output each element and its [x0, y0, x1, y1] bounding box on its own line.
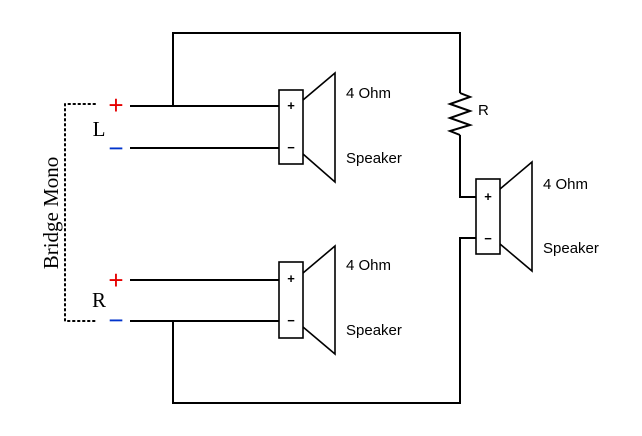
speaker-bottom-minus: − [287, 313, 295, 328]
speaker-bottom: + − 4 Ohm Speaker [278, 244, 402, 356]
speaker-right-name: Speaker [543, 240, 599, 257]
left-channel-label: L [93, 117, 106, 141]
speaker-bottom-terminal-block [278, 261, 304, 339]
right-plus-terminal: + [108, 265, 123, 295]
wire-third-speaker-to-bottom [172, 237, 476, 404]
speaker-top-plus: + [287, 98, 295, 113]
left-minus-terminal: − [108, 133, 123, 163]
bridge-mono-label: Bridge Mono [39, 157, 63, 270]
left-plus-terminal: + [108, 90, 123, 120]
speaker-top-terminal-block [278, 89, 304, 165]
wire-top-loop [172, 32, 461, 106]
speaker-top-impedance: 4 Ohm [346, 85, 391, 102]
speaker-bottom-cone [302, 244, 336, 356]
speaker-right-impedance: 4 Ohm [543, 176, 588, 193]
resistor-label: R [478, 102, 489, 119]
resistor-symbol [446, 92, 474, 136]
speaker-right: + − 4 Ohm Speaker [475, 160, 599, 273]
bridge-bracket [64, 103, 96, 322]
speaker-right-cone [499, 160, 533, 273]
right-channel-label: R [92, 288, 106, 312]
speaker-right-minus: − [484, 231, 492, 246]
wiring [130, 32, 476, 404]
speaker-bottom-impedance: 4 Ohm [346, 257, 391, 274]
speaker-right-plus: + [484, 189, 492, 204]
speaker-top-minus: − [287, 140, 295, 155]
speaker-bottom-name: Speaker [346, 322, 402, 339]
speaker-top-name: Speaker [346, 150, 402, 167]
speaker-bottom-plus: + [287, 271, 295, 286]
right-minus-terminal: − [108, 305, 123, 335]
speaker-right-terminal-block [475, 178, 501, 255]
speaker-top-cone [302, 71, 336, 184]
wire-resistor-to-third-speaker [459, 135, 476, 198]
speaker-top: + − 4 Ohm Speaker [278, 71, 402, 184]
